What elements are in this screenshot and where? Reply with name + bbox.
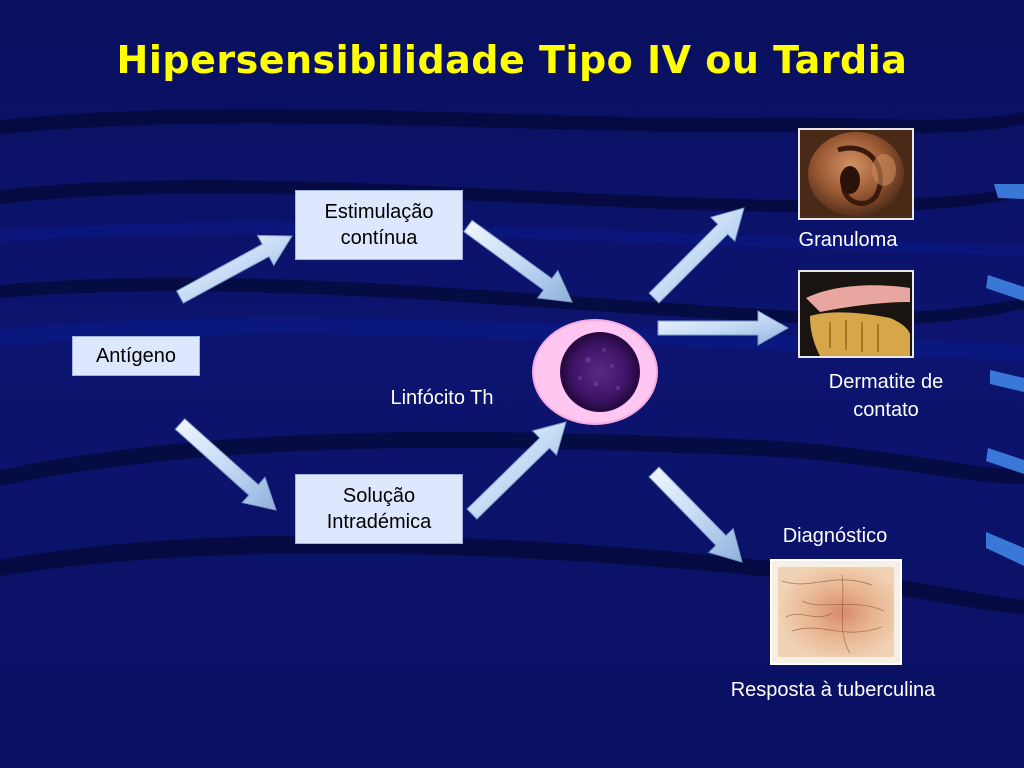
tuberculin-response-label: Resposta à tuberculina bbox=[730, 679, 936, 701]
arrow-antigen-to-stimulation bbox=[176, 234, 293, 304]
granuloma-photo bbox=[798, 128, 914, 220]
lymphocyte-cell-icon bbox=[532, 319, 658, 425]
flow-arrows bbox=[174, 207, 790, 563]
intradermal-solution-box: Solução Intradémica bbox=[295, 474, 463, 544]
diagnosis-label: Diagnóstico bbox=[782, 525, 888, 547]
contact-dermatitis-label: Dermatite de contato bbox=[828, 371, 944, 421]
arrow-stimulation-to-cell bbox=[463, 219, 573, 303]
arrow-cell-to-diagnosis bbox=[648, 466, 743, 563]
contact-dermatitis-photo bbox=[798, 270, 914, 358]
arrow-cell-to-granuloma bbox=[648, 207, 745, 304]
antigen-box: Antígeno bbox=[72, 336, 200, 376]
slide-title: Hipersensibilidade Tipo IV ou Tardia bbox=[116, 38, 908, 82]
continuous-stimulation-box: Estimulação contínua bbox=[295, 190, 463, 260]
tuberculin-response-photo bbox=[770, 559, 902, 665]
arrow-antigen-to-solution bbox=[174, 418, 277, 511]
arrow-solution-to-cell bbox=[466, 421, 567, 520]
arrow-cell-to-dermatitis bbox=[657, 310, 790, 346]
granuloma-label: Granuloma bbox=[798, 229, 898, 251]
lymphocyte-label: Linfócito Th bbox=[390, 387, 494, 409]
